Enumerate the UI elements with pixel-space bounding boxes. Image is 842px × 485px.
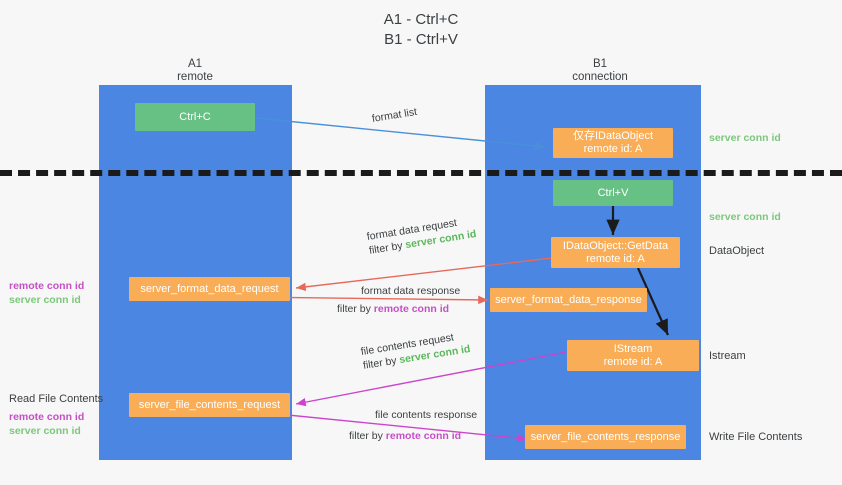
annotation-server-conn-id-1: server conn id	[9, 294, 81, 306]
phase-divider	[0, 170, 842, 176]
annotation-server-conn-id-top: server conn id	[709, 132, 781, 144]
edge-label-file-contents-response: file contents response filter by remote …	[349, 408, 478, 443]
edge-label-file-contents-response-main: file contents response	[375, 409, 478, 421]
filter-value-remote-conn-id: remote conn id	[385, 430, 462, 442]
page-title: A1 - Ctrl+C B1 - Ctrl+V	[0, 10, 842, 50]
node-ctrl-v[interactable]: Ctrl+V	[553, 180, 673, 206]
node-idataobject-getdata[interactable]: IDataObject::GetData remote id: A	[551, 237, 680, 268]
node-server-format-data-response[interactable]: server_format_data_response	[490, 288, 647, 312]
annotation-dataobject: DataObject	[709, 245, 765, 257]
title-line-2: B1 - Ctrl+V	[384, 31, 458, 48]
edge-label-format-data-response-filter: filter by remote conn id	[337, 302, 460, 316]
annotation-istream: Istream	[709, 350, 746, 362]
annotation-read-file-contents: Read File Contents	[9, 393, 104, 405]
edge-label-format-data-response-main: format data response	[361, 285, 461, 297]
title-line-1: A1 - Ctrl+C	[383, 11, 459, 28]
filter-value-remote-conn-id: remote conn id	[373, 303, 450, 315]
node-istream[interactable]: IStream remote id: A	[567, 340, 699, 371]
edge-label-format-list: format list	[371, 105, 418, 125]
filter-prefix: filter by	[337, 303, 374, 315]
edge-label-file-contents-response-filter: filter by remote conn id	[349, 429, 477, 443]
node-server-format-data-request[interactable]: server_format_data_request	[129, 277, 290, 301]
annotation-server-conn-id-mid: server conn id	[709, 211, 781, 223]
edge-label-format-data-request: format data request filter by server con…	[366, 213, 478, 258]
annotation-remote-conn-id-2: remote conn id	[9, 411, 85, 423]
node-ctrl-c[interactable]: Ctrl+C	[135, 103, 255, 131]
filter-prefix: filter by	[349, 430, 386, 442]
lane-a1-subtitle: remote	[177, 71, 213, 83]
annotation-remote-conn-id-1: remote conn id	[9, 280, 85, 292]
lane-b1-name: B1	[592, 58, 608, 70]
lane-b1-subtitle: connection	[572, 71, 628, 83]
annotation-write-file-contents: Write File Contents	[709, 431, 803, 443]
edge-label-format-data-response: format data response filter by remote co…	[337, 284, 461, 316]
node-idataobject[interactable]: 仅存IDataObject remote id: A	[553, 128, 673, 158]
lane-a1-name: A1	[187, 58, 203, 70]
annotation-server-conn-id-2: server conn id	[9, 425, 81, 437]
edge-label-file-contents-request: file contents request filter by server c…	[360, 328, 472, 373]
node-server-file-contents-response[interactable]: server_file_contents_response	[525, 425, 686, 449]
node-server-file-contents-request[interactable]: server_file_contents_request	[129, 393, 290, 417]
